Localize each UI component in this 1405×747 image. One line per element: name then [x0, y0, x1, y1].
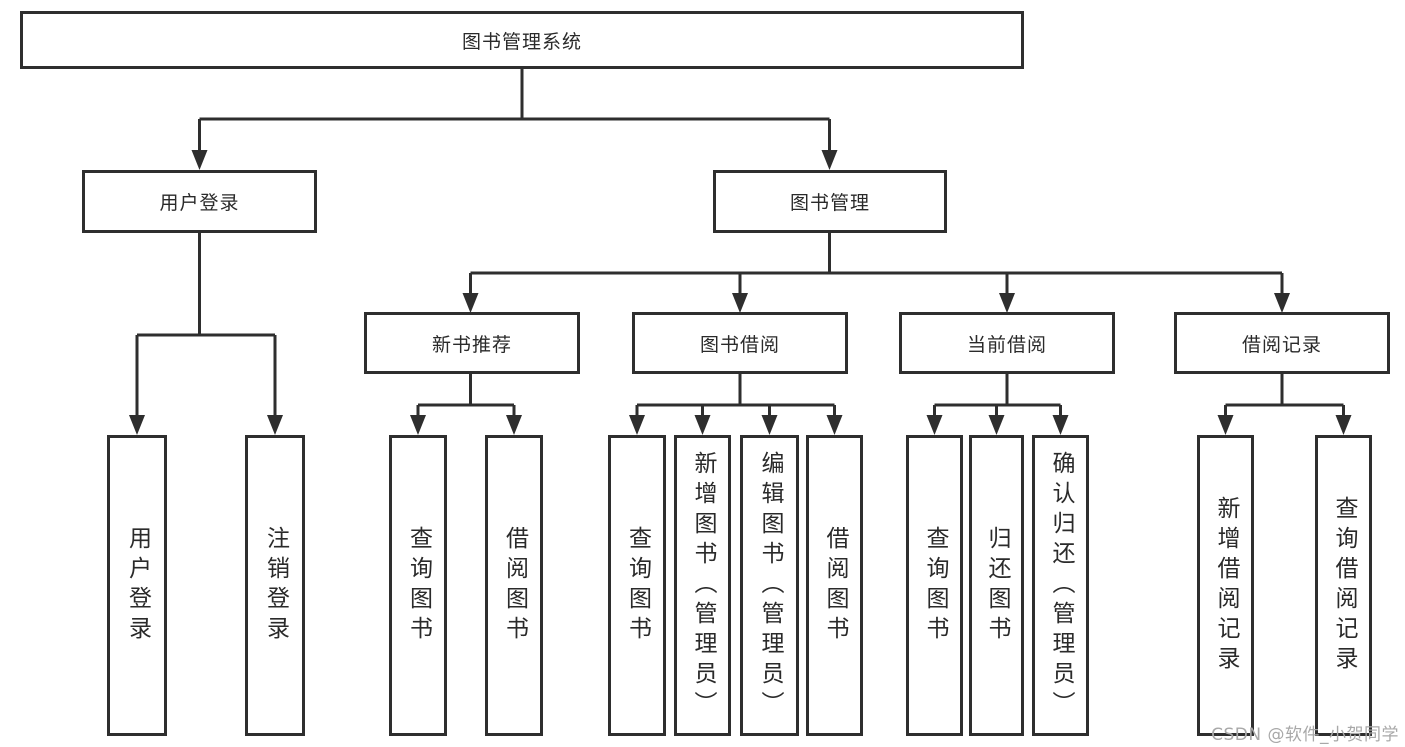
- node-book-management: 图书管理: [713, 170, 947, 233]
- node-book-borrowing: 图书借阅: [632, 312, 848, 374]
- node-label: 新增图书（管理员）: [690, 450, 716, 721]
- leaf-query-books-current: 查询图书: [906, 435, 963, 736]
- node-label: 借阅图书: [822, 525, 848, 646]
- node-label: 图书借阅: [699, 333, 780, 356]
- leaf-query-books-borrow: 查询图书: [608, 435, 666, 736]
- node-label: 查询图书: [624, 525, 651, 646]
- node-label: 用户登录: [159, 192, 240, 214]
- node-label: 新书推荐: [431, 333, 512, 356]
- leaf-return-books: 归还图书: [969, 435, 1024, 736]
- node-label: 图书管理系统: [461, 30, 582, 53]
- leaf-query-books-recommend: 查询图书: [389, 435, 447, 736]
- node-label: 图书管理: [789, 192, 870, 214]
- leaf-confirm-return-admin: 确认归还（管理员）: [1032, 435, 1089, 736]
- node-label: 归还图书: [984, 525, 1010, 646]
- node-borrowing-records: 借阅记录: [1174, 312, 1390, 374]
- leaf-add-books-admin: 新增图书（管理员）: [674, 435, 731, 736]
- node-label: 用户登录: [124, 525, 151, 646]
- node-label: 查询借阅记录: [1331, 495, 1357, 676]
- node-label: 确认归还（管理员）: [1048, 450, 1074, 721]
- node-library-management-system: 图书管理系统: [20, 11, 1024, 69]
- leaf-logout: 注销登录: [245, 435, 305, 736]
- leaf-user-login: 用户登录: [107, 435, 167, 736]
- node-new-book-recommend: 新书推荐: [364, 312, 580, 374]
- node-label: 新增借阅记录: [1213, 495, 1239, 676]
- node-label: 借阅图书: [501, 525, 528, 646]
- node-label: 借阅记录: [1241, 333, 1322, 356]
- leaf-add-borrow-record: 新增借阅记录: [1197, 435, 1254, 736]
- node-label: 查询图书: [922, 525, 948, 646]
- leaf-borrow-books-recommend: 借阅图书: [485, 435, 543, 736]
- leaf-borrow-books: 借阅图书: [806, 435, 863, 736]
- node-user-login: 用户登录: [82, 170, 317, 233]
- node-label: 编辑图书（管理员）: [757, 450, 783, 721]
- leaf-edit-books-admin: 编辑图书（管理员）: [740, 435, 799, 736]
- node-label: 查询图书: [405, 525, 432, 646]
- csdn-watermark: CSDN @软件_小贺同学: [1211, 725, 1399, 745]
- node-label: 当前借阅: [966, 333, 1047, 356]
- leaf-query-borrow-record: 查询借阅记录: [1315, 435, 1372, 736]
- node-label: 注销登录: [262, 525, 289, 646]
- node-current-borrowing: 当前借阅: [899, 312, 1115, 374]
